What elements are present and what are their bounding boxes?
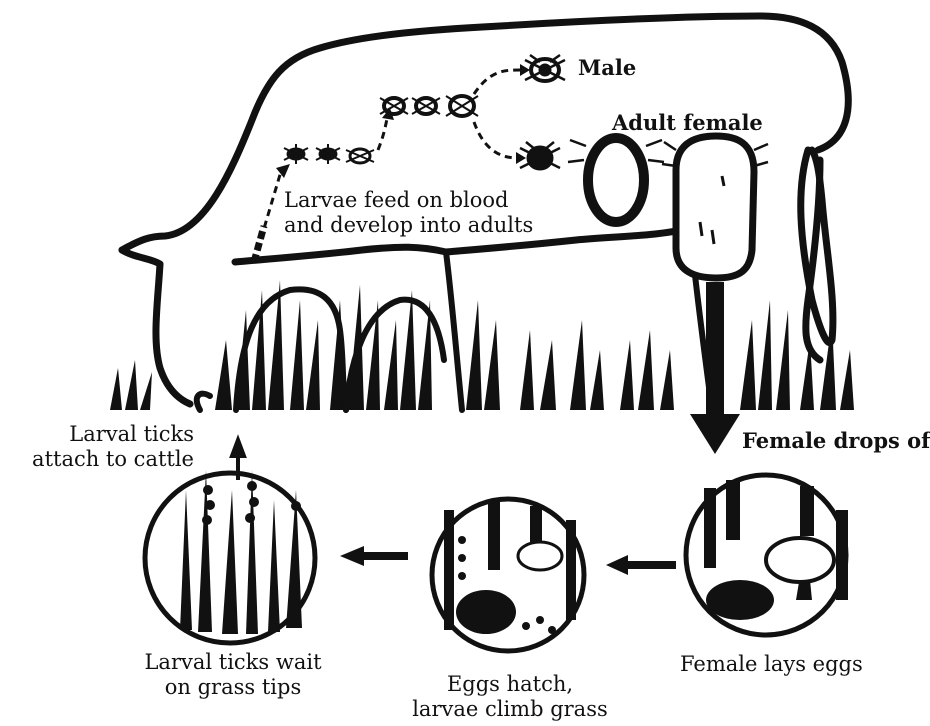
eggs-hatch-line-1: Eggs hatch, — [410, 672, 610, 697]
larvae-feed-label: Larvae feed on blood and develop into ad… — [284, 188, 533, 238]
male-tick-icon — [525, 55, 565, 81]
circle-female-lays-eggs — [686, 475, 848, 635]
adult-female-label: Adult female — [612, 110, 763, 135]
larva-tick-icon — [316, 144, 340, 164]
arrowheads — [276, 64, 530, 178]
larva-tick-icon — [284, 144, 308, 164]
eggs-hatch-label: Eggs hatch, larvae climb grass — [410, 672, 610, 722]
larva-tick-icon — [346, 149, 374, 163]
circle-eggs-hatch — [432, 499, 584, 651]
eggs-hatch-line-2: larvae climb grass — [410, 697, 610, 722]
grass-under-cow — [110, 280, 854, 410]
engorging-female-tick-icon — [568, 138, 664, 222]
female-tick-icon — [520, 142, 560, 170]
nymph-tick-icon — [412, 98, 440, 114]
nymph-tick-icon — [446, 96, 478, 116]
female-lays-label: Female lays eggs — [680, 652, 860, 677]
larval-wait-line-1: Larval ticks wait — [138, 650, 328, 675]
larvae-feed-line-1: Larvae feed on blood — [284, 188, 533, 213]
larvae-feed-line-2: and develop into adults — [284, 213, 533, 238]
larval-wait-line-2: on grass tips — [138, 675, 328, 700]
engorged-female-tick-icon — [662, 136, 768, 278]
larval-wait-label: Larval ticks wait on grass tips — [138, 650, 328, 700]
nymph-tick-icon — [380, 98, 408, 114]
larval-attach-label: Larval ticks attach to cattle — [4, 422, 194, 472]
larval-attach-line-1: Larval ticks — [4, 422, 194, 447]
larval-attach-line-2: attach to cattle — [4, 447, 194, 472]
female-drops-label: Female drops off — [742, 428, 930, 453]
male-label: Male — [578, 55, 636, 80]
